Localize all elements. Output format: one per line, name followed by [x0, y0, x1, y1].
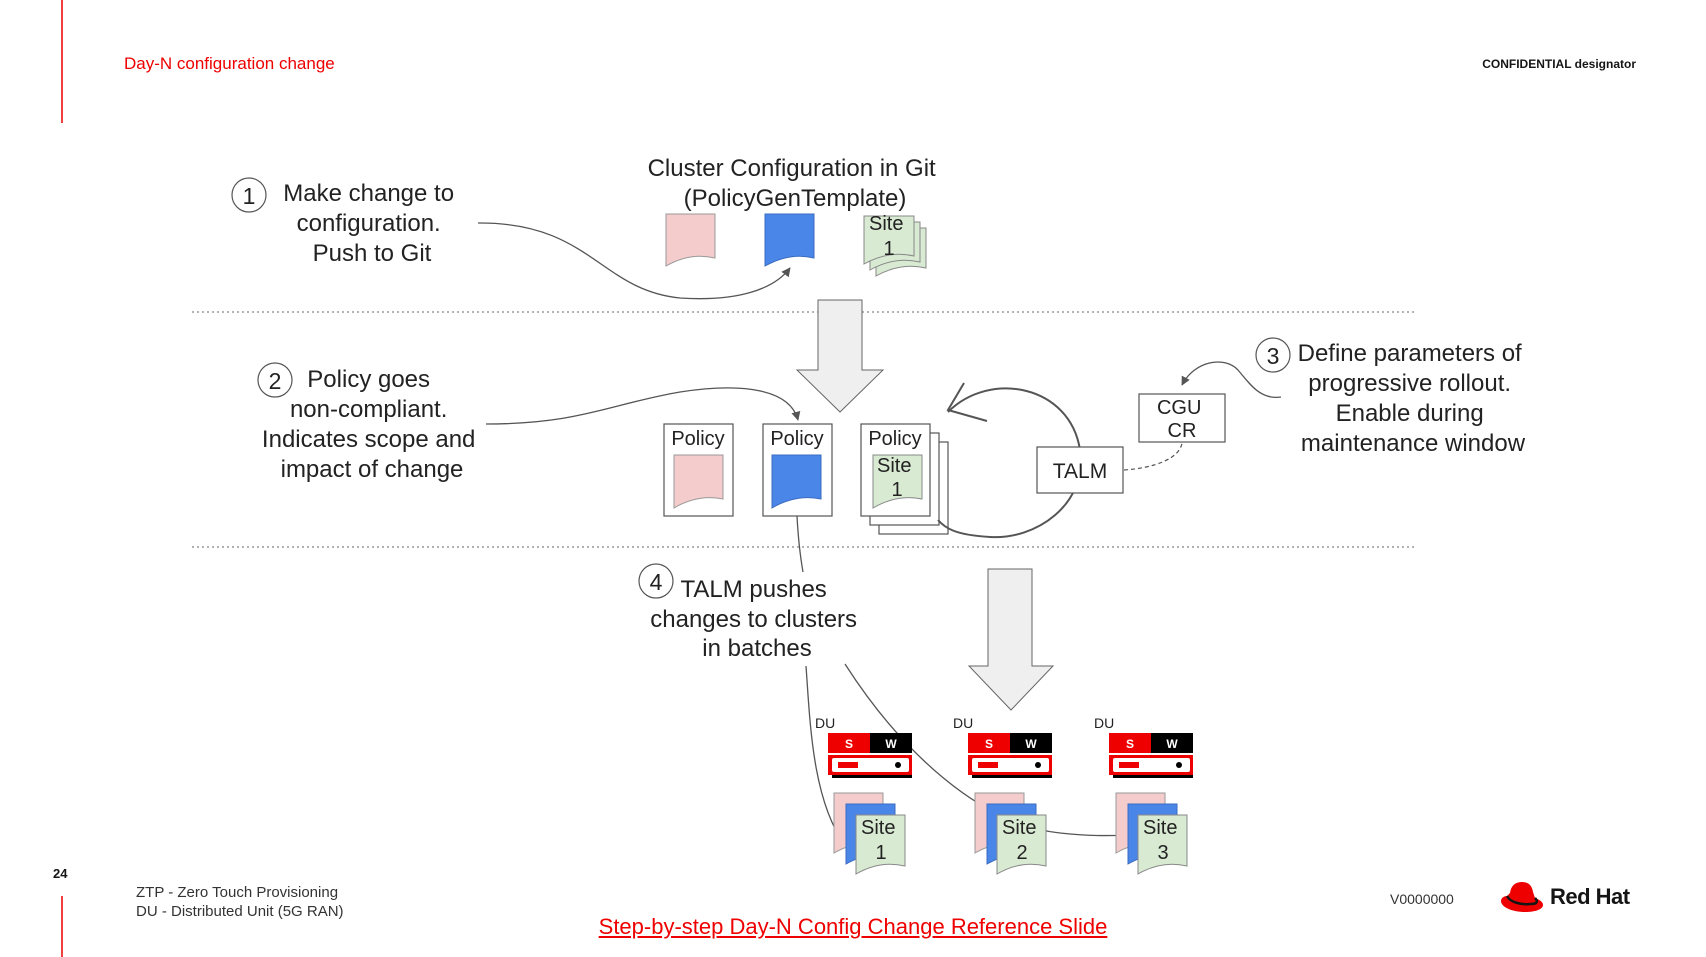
- du-label: DU: [953, 715, 973, 731]
- step-4-line: TALM pushes: [681, 576, 827, 603]
- git-site-doc-stack: Site 1: [863, 213, 927, 277]
- git-site-label: Site 1: [869, 213, 909, 260]
- reconcile-loop-arrowhead: [946, 382, 988, 422]
- server-s-label: S: [845, 737, 853, 751]
- step-1-marker: 1: [231, 177, 267, 213]
- step-2-arrow: [485, 387, 801, 425]
- step-3-line: Define parameters of: [1298, 340, 1522, 367]
- du-server-1: DU S W: [815, 715, 912, 778]
- site-label-line: 3: [1157, 842, 1168, 864]
- step-2-marker: 2: [257, 362, 293, 398]
- site-label: Site 3: [1143, 817, 1183, 864]
- step-4-text: TALM pushes changes to clusters in batch…: [650, 576, 863, 662]
- redhat-logo-text: Red Hat: [1550, 884, 1630, 909]
- git-site-label-line: 1: [883, 238, 894, 260]
- policy-site-label-line: Site: [877, 455, 911, 477]
- server-w-label: W: [1166, 737, 1178, 751]
- step-1-arrow: [477, 222, 791, 300]
- policy-box-blue: Policy: [762, 423, 833, 517]
- talm-cgu-link: [1123, 442, 1183, 471]
- server-w-label: W: [885, 737, 897, 751]
- step-2-text: Policy goes non-compliant. Indicates sco…: [262, 366, 482, 483]
- site-label-line: Site: [861, 817, 895, 839]
- step-3-line: Enable during: [1336, 400, 1484, 427]
- version-label: V0000000: [1390, 891, 1454, 907]
- site-doc-stack-2: Site 2: [974, 792, 1047, 875]
- deploy-arrow-down: [967, 568, 1055, 711]
- policy-label: Policy: [671, 428, 724, 450]
- git-title: Cluster Configuration in Git (PolicyGenT…: [648, 155, 943, 212]
- cgu-cr-box: CGU CR: [1138, 393, 1226, 443]
- step-2-line: non-compliant.: [290, 396, 447, 423]
- server-s-label: S: [985, 737, 993, 751]
- git-title-line: (PolicyGenTemplate): [684, 185, 907, 212]
- talm-label: TALM: [1053, 460, 1107, 483]
- policy-label: Policy: [868, 428, 921, 450]
- site-label-line: Site: [1002, 817, 1036, 839]
- du-server-2: DU S W: [953, 715, 1052, 778]
- policy-box-pink: Policy: [663, 423, 734, 517]
- redhat-hat-icon: [1501, 882, 1543, 912]
- step-3-marker: 3: [1255, 337, 1291, 373]
- site-label-line: 1: [875, 842, 886, 864]
- du-server-3: DU S W: [1094, 715, 1193, 778]
- du-label: DU: [815, 715, 835, 731]
- policy-site-label-line: 1: [891, 479, 902, 501]
- cgu-cr-line: CGU: [1157, 397, 1201, 419]
- step-3-text: Define parameters of progressive rollout…: [1298, 340, 1529, 457]
- git-doc-blue: [764, 213, 815, 267]
- footnote-du: DU - Distributed Unit (5G RAN): [136, 903, 344, 920]
- policy-box-site-stack: Policy Site 1: [860, 423, 949, 535]
- step-4-line: changes to clusters: [650, 606, 857, 633]
- site-doc-stack-1: Site 1: [833, 792, 906, 875]
- step-3-arrow: [1181, 361, 1282, 398]
- step-3-line: progressive rollout.: [1308, 370, 1511, 397]
- step-4-connector: [796, 515, 804, 573]
- step-3-line: maintenance window: [1301, 430, 1526, 457]
- server-w-tile: [870, 733, 912, 753]
- git-site-label-line: Site: [869, 213, 903, 235]
- du-label: DU: [1094, 715, 1114, 731]
- confidential-label: CONFIDENTIAL designator: [1482, 57, 1636, 71]
- cgu-cr-line: CR: [1168, 420, 1197, 442]
- step-1-text: Make change to configuration. Push to Gi…: [283, 180, 460, 267]
- sync-arrow-down: [795, 299, 885, 413]
- step-1-line: configuration.: [297, 210, 441, 237]
- slide-title: Day-N configuration change: [124, 54, 335, 73]
- site-doc-stack-3: Site 3: [1115, 792, 1188, 875]
- step-4-line: in batches: [702, 635, 811, 662]
- redhat-logo: Red Hat: [1498, 880, 1630, 914]
- talm-box: TALM: [1036, 446, 1124, 494]
- site-label: Site 1: [861, 817, 901, 864]
- step-2-line: Indicates scope and: [262, 426, 475, 453]
- site-label-line: Site: [1143, 817, 1177, 839]
- step-1-line: Make change to: [283, 180, 454, 207]
- page-number: 24: [53, 866, 68, 881]
- site-label: Site 2: [1002, 817, 1042, 864]
- step-2-line: impact of change: [281, 456, 464, 483]
- step-4-number: 4: [650, 569, 663, 595]
- site-label-line: 2: [1016, 842, 1027, 864]
- step-2-number: 2: [269, 368, 282, 394]
- server-s-tile: [828, 733, 870, 753]
- git-doc-pink: [665, 213, 716, 267]
- cgu-cr-label: CGU CR: [1157, 397, 1207, 442]
- step-4-marker: 4: [638, 563, 674, 599]
- server-w-label: W: [1025, 737, 1037, 751]
- server-s-label: S: [1126, 737, 1134, 751]
- reference-slide-link[interactable]: Step-by-step Day-N Config Change Referen…: [598, 914, 1108, 939]
- footnote-ztp: ZTP - Zero Touch Provisioning: [136, 884, 339, 901]
- step-3-number: 3: [1267, 343, 1280, 369]
- step-1-number: 1: [243, 183, 256, 209]
- policy-site-label: Site 1: [877, 455, 917, 501]
- step-1-line: Push to Git: [313, 240, 432, 267]
- policy-label: Policy: [770, 428, 823, 450]
- git-title-line: Cluster Configuration in Git: [648, 155, 936, 182]
- step-2-line: Policy goes: [307, 366, 430, 393]
